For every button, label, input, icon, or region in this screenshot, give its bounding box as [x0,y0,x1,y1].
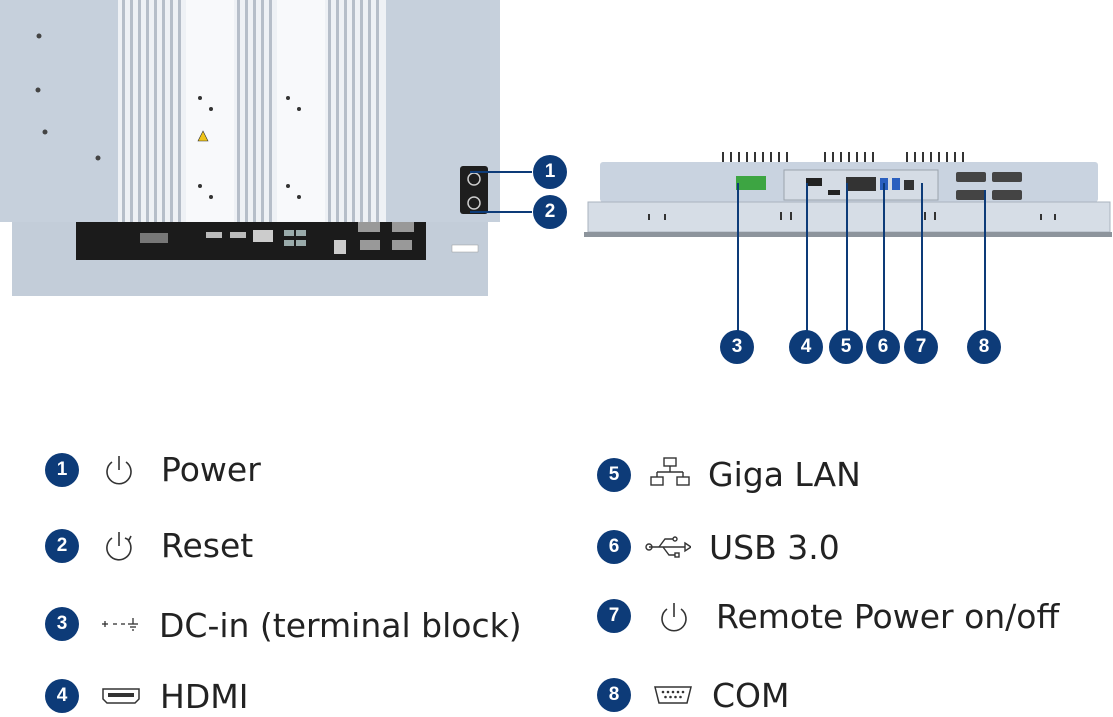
power-icon [106,456,132,485]
leader-line-5 [846,183,848,331]
legend-badge-1: 1 [45,453,79,487]
callout-badge-3: 3 [720,330,754,364]
callout-badge-6: 6 [866,330,900,364]
callout-badge-8: 8 [967,330,1001,364]
legend-badge-6: 6 [597,530,631,564]
callout-badge-7: 7 [904,330,938,364]
legend-label-8: COM [712,676,790,715]
callout-badge-5: 5 [829,330,863,364]
usb-icon [645,536,691,558]
legend-label-6: USB 3.0 [709,528,840,567]
legend-label-7: Remote Power on/off [716,597,1060,636]
bottom-view [584,140,1112,250]
reset-icon [106,532,132,561]
leader-line-6 [883,183,885,331]
bottom-view-drawing [584,152,1112,237]
legend-badge-2: 2 [45,529,79,563]
power-reset-buttons [460,166,488,214]
legend-badge-3: 3 [45,607,79,641]
callout-badge-1: 1 [533,155,567,189]
lan-icon [650,457,690,486]
rear-io-panel [76,222,426,260]
legend-badge-4: 4 [45,679,79,713]
legend-label-5: Giga LAN [708,455,861,494]
heatsink [118,0,386,222]
callout-badge-2: 2 [533,195,567,229]
legend-badge-7: 7 [597,599,631,633]
leader-line-3 [737,183,739,331]
legend-label-4: HDMI [160,677,249,716]
legend-badge-8: 8 [597,678,631,712]
leader-line-2 [470,211,532,213]
legend-label-2: Reset [161,526,254,565]
callout-badge-4: 4 [789,330,823,364]
legend-label-3: DC-in (terminal block) [159,606,522,645]
com-icon [654,686,692,704]
rear-view [0,0,500,300]
leader-line-1 [470,171,532,173]
leader-line-7 [921,183,923,331]
dc-in-icon [102,618,138,631]
legend-badge-5: 5 [597,458,631,492]
remote-power-icon [661,603,687,632]
hdmi-icon [102,688,140,704]
leader-line-8 [984,190,986,331]
rear-view-drawing [0,0,500,296]
leader-line-4 [806,183,808,331]
legend-label-1: Power [161,450,261,489]
